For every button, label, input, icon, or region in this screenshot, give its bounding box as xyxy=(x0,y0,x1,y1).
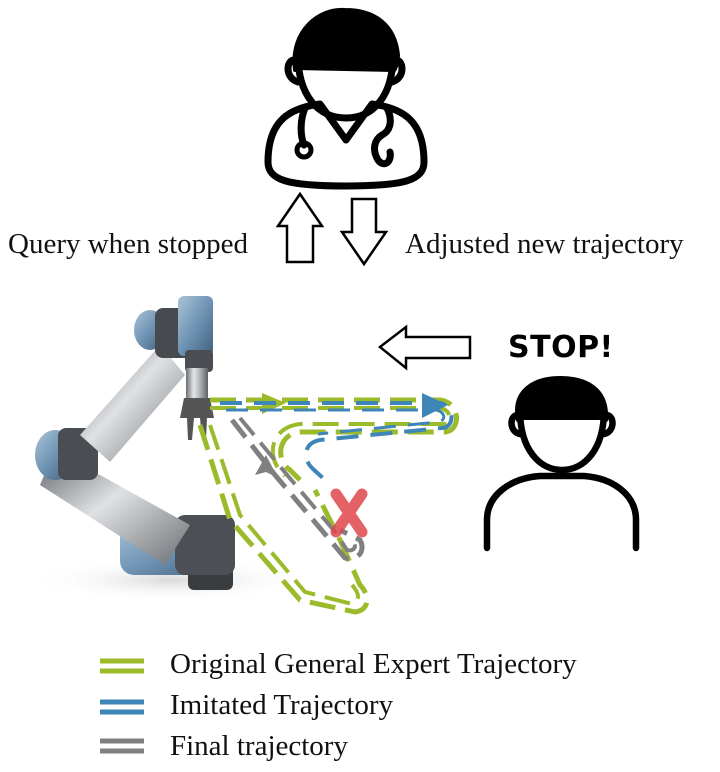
adjusted-label: Adjusted new trajectory xyxy=(405,228,684,260)
stop-label: STOP! xyxy=(508,330,614,365)
red-x-icon xyxy=(330,488,368,538)
legend-swatch-gray xyxy=(100,738,144,754)
legend-swatch-blue xyxy=(100,699,144,715)
user-icon xyxy=(483,376,640,552)
blue-imitated-trajectory xyxy=(220,393,454,482)
left-arrow-icon xyxy=(377,324,472,371)
legend-label-original: Original General Expert Trajectory xyxy=(170,648,577,680)
doctor-icon xyxy=(264,7,428,190)
robot-arm-icon xyxy=(30,296,310,602)
down-arrow-icon xyxy=(339,197,389,267)
legend-label-imitated: Imitated Trajectory xyxy=(170,689,394,721)
legend-swatch-green xyxy=(100,658,144,674)
legend-label-final: Final trajectory xyxy=(170,730,348,762)
up-arrow-icon xyxy=(275,191,325,264)
query-label: Query when stopped xyxy=(8,228,249,260)
gray-final-trajectory xyxy=(230,416,365,562)
